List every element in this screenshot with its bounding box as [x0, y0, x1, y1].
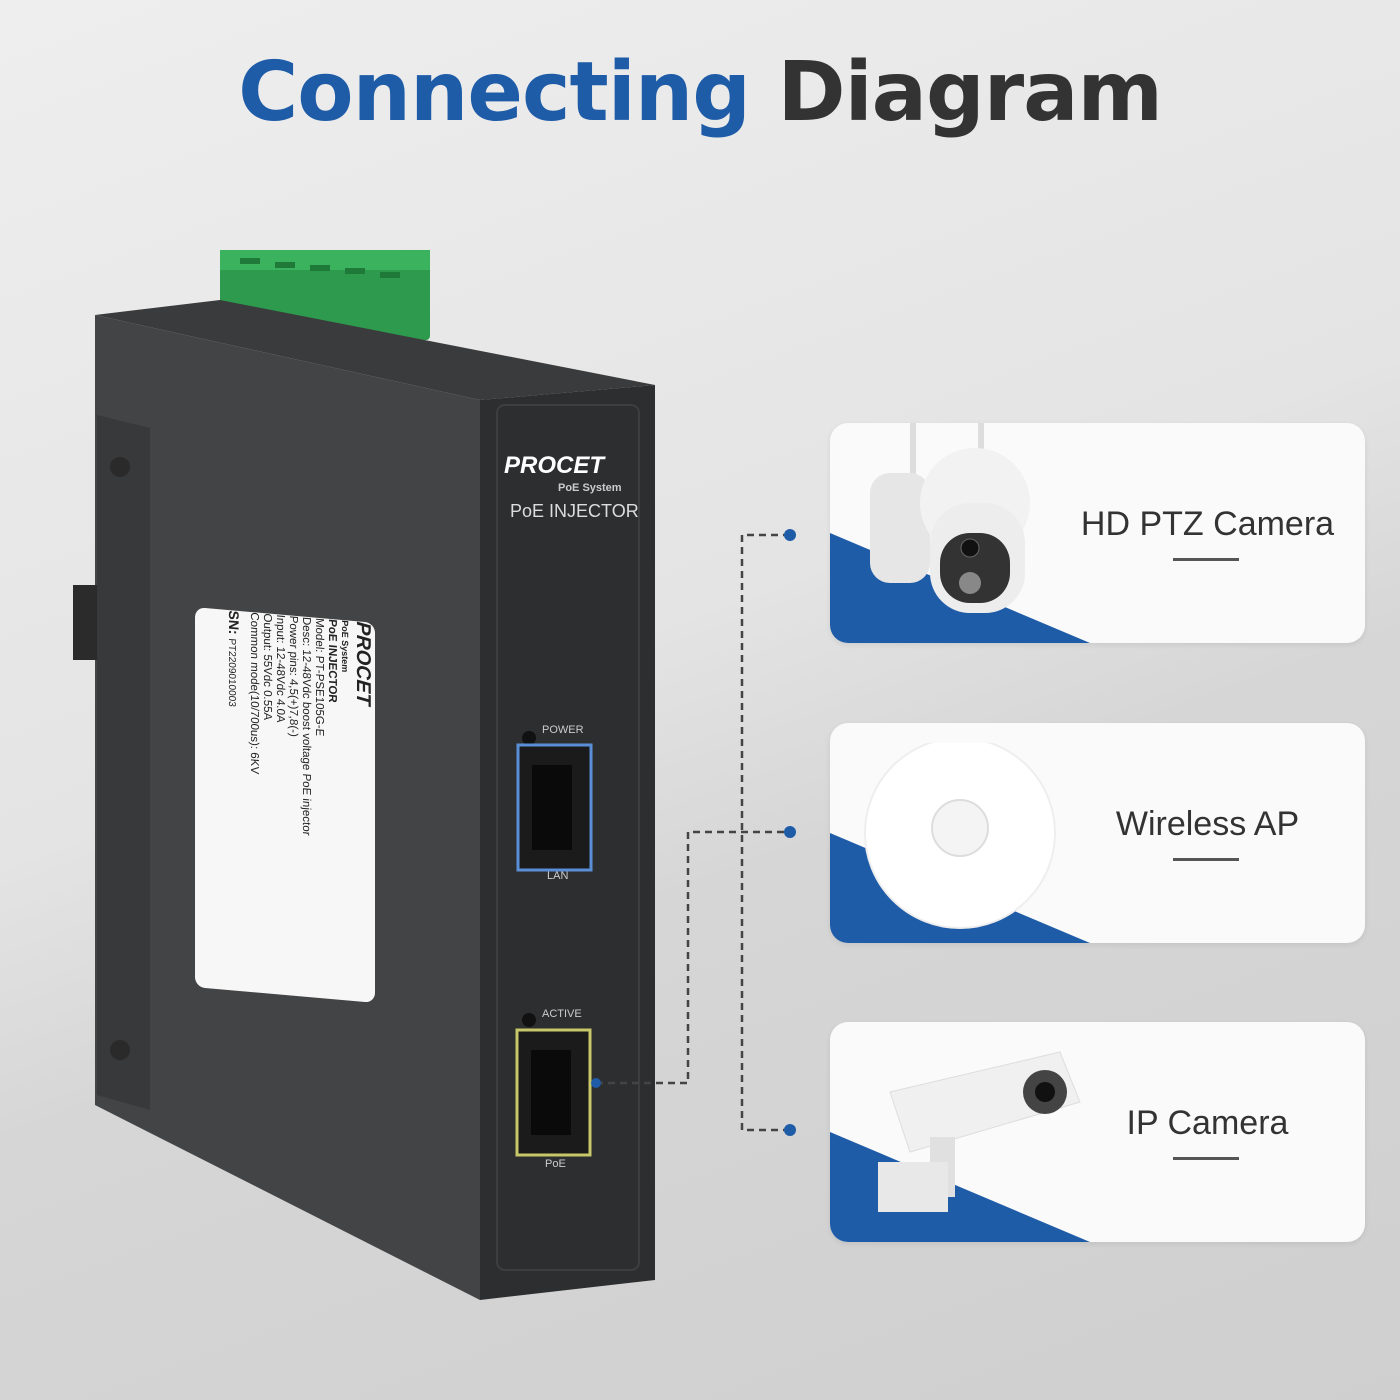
din-rail-clip [73, 585, 97, 660]
active-led-label: ACTIVE [542, 1008, 582, 1020]
active-led [522, 1013, 536, 1027]
page-title: Connecting Diagram [238, 45, 1163, 140]
label-line: Input: 12-48Vdc 4.0A [274, 614, 286, 724]
screw-icon [110, 457, 130, 477]
power-led-label: POWER [542, 724, 584, 736]
label-line: Desc: 12-48Vdc boost voltage PoE injecto… [300, 616, 312, 836]
label-line: Model: PT-PSE105G-E [313, 617, 325, 737]
product-label: PROCET PoE System PoE INJECTOR Model: PT… [195, 607, 375, 1003]
power-led [522, 731, 536, 745]
connection-lines [596, 533, 790, 1132]
device-card-ip-camera: IP Camera [830, 1022, 1365, 1242]
wireless-ap-icon [864, 743, 1056, 929]
label-brand-subtitle: PoE System [340, 619, 350, 673]
lan-port-label: LAN [547, 870, 569, 882]
device-card-wireless-ap: Wireless AP [830, 723, 1365, 943]
device-label: Wireless AP [1115, 805, 1300, 843]
screw-icon [110, 1040, 130, 1060]
ip-camera-icon [878, 1051, 1081, 1212]
brand-subtitle: PoE System [558, 482, 622, 494]
label-name: PoE INJECTOR [326, 618, 338, 704]
label-line: Power pins: 4,5(+)7,8(-) [287, 615, 299, 738]
sn-label: SN: [226, 609, 242, 636]
ptz-camera-icon [870, 423, 1030, 613]
poe-port-label: PoE [545, 1158, 566, 1170]
connection-dots [591, 529, 796, 1136]
device-label: IP Camera [1126, 1104, 1289, 1142]
label-line: Output: 55Vdc 0.55A [261, 612, 273, 721]
serial-number: PT2209010003 [226, 637, 237, 708]
label-line: Common mode(10/700us): 6KV [248, 611, 260, 775]
brand-logo: PROCET [504, 452, 605, 479]
device-name: PoE INJECTOR [510, 501, 639, 521]
device-label: HD PTZ Camera [1080, 505, 1335, 543]
label-brand: PROCET [352, 620, 374, 707]
device-top [95, 300, 655, 400]
device-card-ptz-camera: HD PTZ Camera [830, 423, 1365, 643]
